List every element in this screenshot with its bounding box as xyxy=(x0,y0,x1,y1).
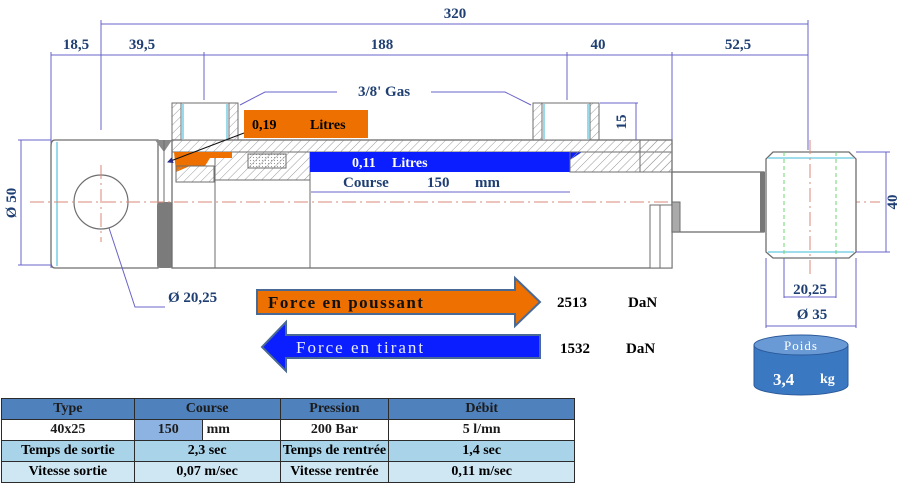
table-header-row: Type Course Pression Débit xyxy=(1,398,575,420)
header-course: Course xyxy=(133,398,281,420)
header-pression: Pression xyxy=(279,398,390,420)
push-chamber xyxy=(174,152,232,172)
force-push-label: Force en poussant xyxy=(268,293,424,312)
header-debit: Débit xyxy=(388,398,575,420)
weld-bead xyxy=(157,202,173,268)
force-pull-label: Force en tirant xyxy=(296,338,425,357)
dim-18-5: 18,5 xyxy=(63,37,89,53)
dim-body-diameter: Ø 50 xyxy=(4,188,20,218)
dim-overall-length: 320 xyxy=(444,6,467,22)
value-temps-rentree: 1,4 sec xyxy=(388,440,575,462)
dim-rod-eye-height: 40 xyxy=(885,195,901,210)
force-pull-arrow: Force en tirant xyxy=(260,319,541,374)
dim-52-5: 52,5 xyxy=(725,37,751,53)
rod-eye xyxy=(765,140,857,275)
dim-pin-diameter-left: Ø 20,25 xyxy=(168,290,217,306)
port-thread-label: 3/8' Gas xyxy=(358,84,410,100)
cylinder-tube xyxy=(171,102,673,269)
volume-pull-unit: Litres xyxy=(392,156,428,171)
volume-push-box xyxy=(244,110,368,138)
force-push-value: 2513 xyxy=(557,295,587,311)
force-pull-value: 1532 xyxy=(560,341,590,357)
label-vitesse-rentree: Vitesse rentrée xyxy=(279,461,390,483)
type-value: 40x25 xyxy=(1,419,135,441)
label-temps-rentree: Temps de rentrée xyxy=(279,440,390,462)
value-vitesse-sortie: 0,07 m/sec xyxy=(133,461,281,483)
dimension-body-diameter: Ø 50 xyxy=(4,139,51,266)
dim-rod-eye-diameter: Ø 35 xyxy=(797,307,827,323)
volume-push-leader xyxy=(167,132,245,164)
spec-table: Type Course Pression Débit 40x25 150 mm … xyxy=(1,398,575,483)
dim-39-5: 39,5 xyxy=(129,37,155,53)
value-vitesse-rentree: 0,11 m/sec xyxy=(388,461,575,483)
label-vitesse-sortie: Vitesse sortie xyxy=(1,461,135,483)
dim-40: 40 xyxy=(591,37,606,53)
stroke-label: Course xyxy=(343,175,389,191)
volume-push-unit: Litres xyxy=(310,118,346,133)
table-row-times: Temps de sortie 2,3 sec Temps de rentrée… xyxy=(1,440,575,462)
stroke-unit: mm xyxy=(475,175,500,191)
pin-leader-line xyxy=(108,227,165,308)
table-values-row: 40x25 150 mm 200 Bar 5 l/mn xyxy=(1,419,575,441)
force-push-unit: DaN xyxy=(628,295,657,311)
dimension-overall: 320 xyxy=(100,6,809,150)
dimension-chain: 18,5 39,5 188 40 52,5 xyxy=(50,37,808,268)
pull-chamber xyxy=(310,152,582,172)
dim-port-height: 15 xyxy=(614,115,630,130)
label-temps-sortie: Temps de sortie xyxy=(1,440,135,462)
course-input[interactable]: 150 xyxy=(133,419,203,441)
weight-label: Poids xyxy=(784,338,818,353)
debit-value: 5 l/mn xyxy=(388,419,575,441)
table-row-speeds: Vitesse sortie 0,07 m/sec Vitesse rentré… xyxy=(1,461,575,483)
course-unit: mm xyxy=(201,419,281,441)
volume-push-value: 0,19 xyxy=(252,118,277,133)
rear-clevis xyxy=(50,139,159,269)
dim-188: 188 xyxy=(371,37,394,53)
weight-badge: Poids 3,4 kg xyxy=(753,334,849,396)
stroke-value: 150 xyxy=(427,175,450,191)
value-temps-sortie: 2,3 sec xyxy=(133,440,281,462)
header-type: Type xyxy=(1,398,135,420)
force-pull-unit: DaN xyxy=(626,341,655,357)
force-push-arrow: Force en poussant xyxy=(256,275,542,329)
dim-pin-diameter-right: 20,25 xyxy=(793,282,827,298)
volume-pull-value: 0,11 xyxy=(352,156,376,171)
pression-value: 200 Bar xyxy=(279,419,390,441)
piston-rod xyxy=(671,171,765,233)
port-thread-callout: 3/8' Gas xyxy=(239,84,532,106)
weight-value: 3,4 xyxy=(773,370,795,389)
weight-unit: kg xyxy=(820,372,835,387)
